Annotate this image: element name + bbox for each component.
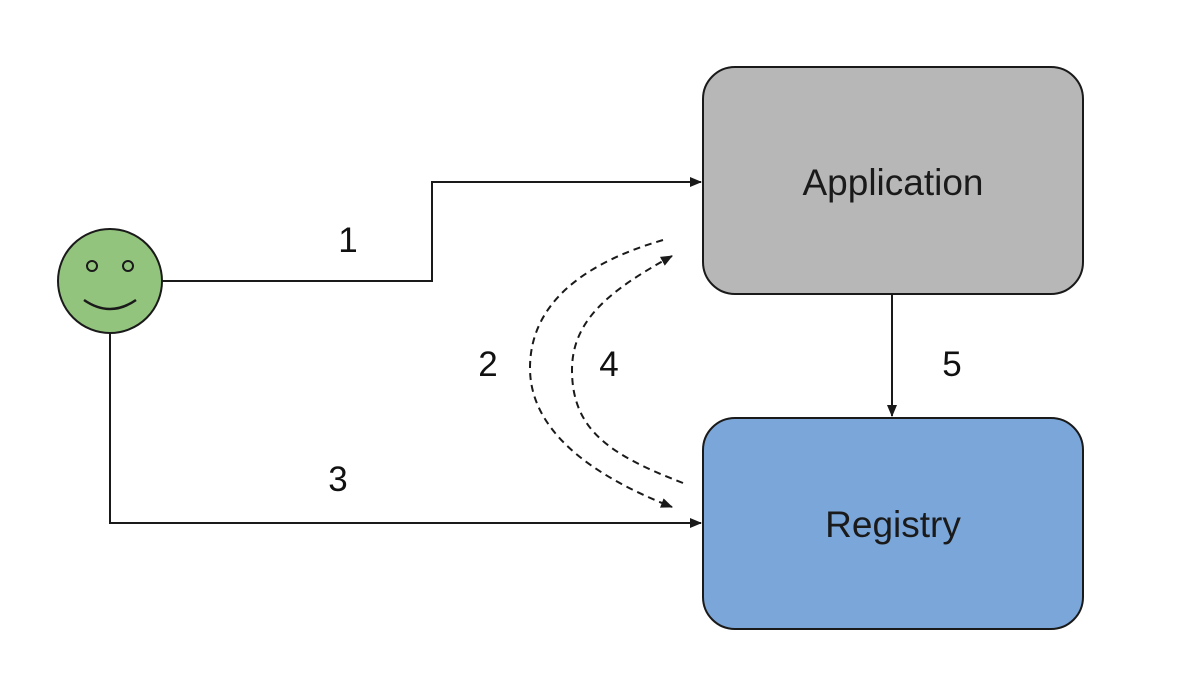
registry-node: Registry <box>702 417 1084 630</box>
arrow-step-4 <box>570 255 684 484</box>
application-label: Application <box>802 162 983 203</box>
user-face <box>57 228 163 334</box>
user-right-eye <box>122 260 134 272</box>
registry-label: Registry <box>825 504 961 545</box>
step-label-1: 1 <box>338 221 357 260</box>
registry-box <box>702 417 1084 630</box>
step-label-2: 2 <box>478 345 497 384</box>
arrow-step-2 <box>528 239 673 508</box>
step-label-4: 4 <box>599 345 618 384</box>
arrow-step-3 <box>109 333 702 528</box>
smiley-face-icon <box>57 228 163 334</box>
arrow-step-1 <box>162 177 702 282</box>
application-node: Application <box>702 66 1084 295</box>
step-label-3: 3 <box>328 460 347 499</box>
step-label-5: 5 <box>942 345 961 384</box>
user-smile <box>83 298 137 311</box>
user-left-eye <box>86 260 98 272</box>
